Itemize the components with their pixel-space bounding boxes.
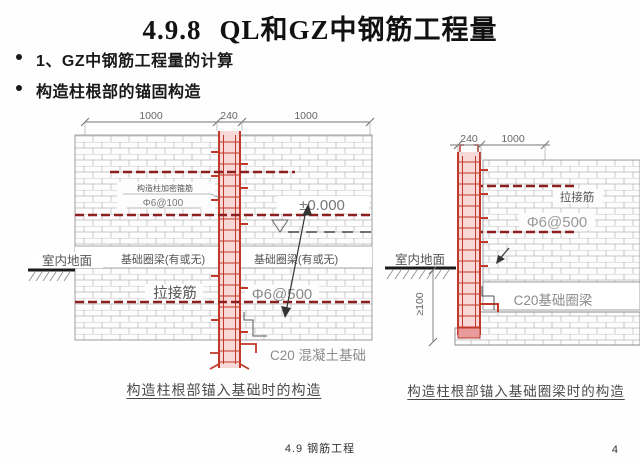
level-mark: ±0.000 bbox=[271, 197, 377, 233]
label-backgrounds bbox=[387, 189, 603, 267]
bullet-text: 构造柱根部的锚固构造 bbox=[36, 84, 202, 101]
dim-right-label: 1000 bbox=[294, 110, 318, 122]
bullet-item: 构造柱根部的锚固构造 bbox=[14, 78, 630, 102]
tie-bars bbox=[75, 170, 372, 304]
left-foundation-anchor-diagram: 1000 240 1000 室内地面 ±0.000 构造柱加密箍筋 Φ6@100… bbox=[28, 110, 377, 370]
leader-arrow bbox=[481, 247, 510, 310]
constructional-column bbox=[209, 131, 257, 370]
foundation-label: C20 混凝土基础 bbox=[270, 347, 366, 363]
dimension-line: 1000 240 1000 bbox=[80, 110, 375, 135]
bullet-text: 1、GZ中钢筋工程量的计算 bbox=[36, 53, 234, 70]
right-ringbeam-anchor-diagram: 240 1000 室内地面 ≥100 拉接筋 Φ6@500 C20基础圈梁 bbox=[385, 133, 640, 347]
ring-beam-label: C20基础圈梁 bbox=[514, 292, 593, 308]
tie-bar-label: 拉接筋 bbox=[153, 285, 197, 302]
page-title: 4.9.8 QL和GZ中钢筋工程量 bbox=[0, 8, 640, 47]
ground-label: 室内地面 bbox=[395, 252, 445, 267]
label-backgrounds bbox=[31, 182, 369, 303]
ground-line: 室内地面 bbox=[385, 252, 456, 280]
constructional-column bbox=[457, 144, 499, 339]
dim-col-label: 240 bbox=[460, 133, 478, 145]
ground-line: 室内地面 bbox=[28, 253, 92, 282]
title-text: QL和GZ中钢筋工程量 bbox=[219, 15, 498, 45]
level-label: ±0.000 bbox=[299, 197, 345, 214]
bullet-item: 1、GZ中钢筋工程量的计算 bbox=[14, 47, 630, 71]
dim-left-label: 1000 bbox=[139, 110, 163, 122]
left-diagram-caption: 构造柱根部锚入基础时的构造 bbox=[126, 382, 322, 398]
dim-wall-label: 1000 bbox=[501, 133, 525, 145]
ground-label: 室内地面 bbox=[42, 253, 92, 268]
leader-arrow bbox=[281, 204, 312, 318]
depth-dimension: ≥100 bbox=[414, 265, 438, 347]
right-diagram-caption: 构造柱根部锚入基础圈梁时的构造 bbox=[407, 384, 625, 399]
stirrup-note-label: 构造柱加密箍筋 bbox=[137, 183, 193, 193]
annotations: 拉接筋 Φ6@500 C20基础圈梁 bbox=[514, 190, 595, 308]
bullet-list: 1、GZ中钢筋工程量的计算 构造柱根部的锚固构造 bbox=[14, 47, 630, 109]
ring-beam-left-label: 基础圈梁(有或无) bbox=[121, 252, 205, 266]
dim-col-label: 240 bbox=[220, 110, 238, 122]
bullet-dot-icon bbox=[16, 85, 22, 91]
depth-label: ≥100 bbox=[414, 292, 426, 315]
tie-spec-label: Φ6@500 bbox=[527, 214, 588, 231]
footer-page-number: 4 bbox=[611, 444, 618, 456]
tie-bar-label: 拉接筋 bbox=[560, 190, 595, 204]
bullet-dot-icon bbox=[16, 54, 22, 60]
brick-wall bbox=[454, 159, 640, 346]
tie-spec-label: Φ6@500 bbox=[252, 286, 313, 303]
foundation-step-outline bbox=[243, 312, 267, 337]
title-number: 4.9.8 bbox=[142, 15, 202, 45]
dimension-line: 240 1000 bbox=[450, 133, 550, 160]
footer-section-title: 4.9 钢筋工程 bbox=[284, 443, 356, 455]
stirrup-spec-label: Φ6@100 bbox=[143, 198, 184, 209]
